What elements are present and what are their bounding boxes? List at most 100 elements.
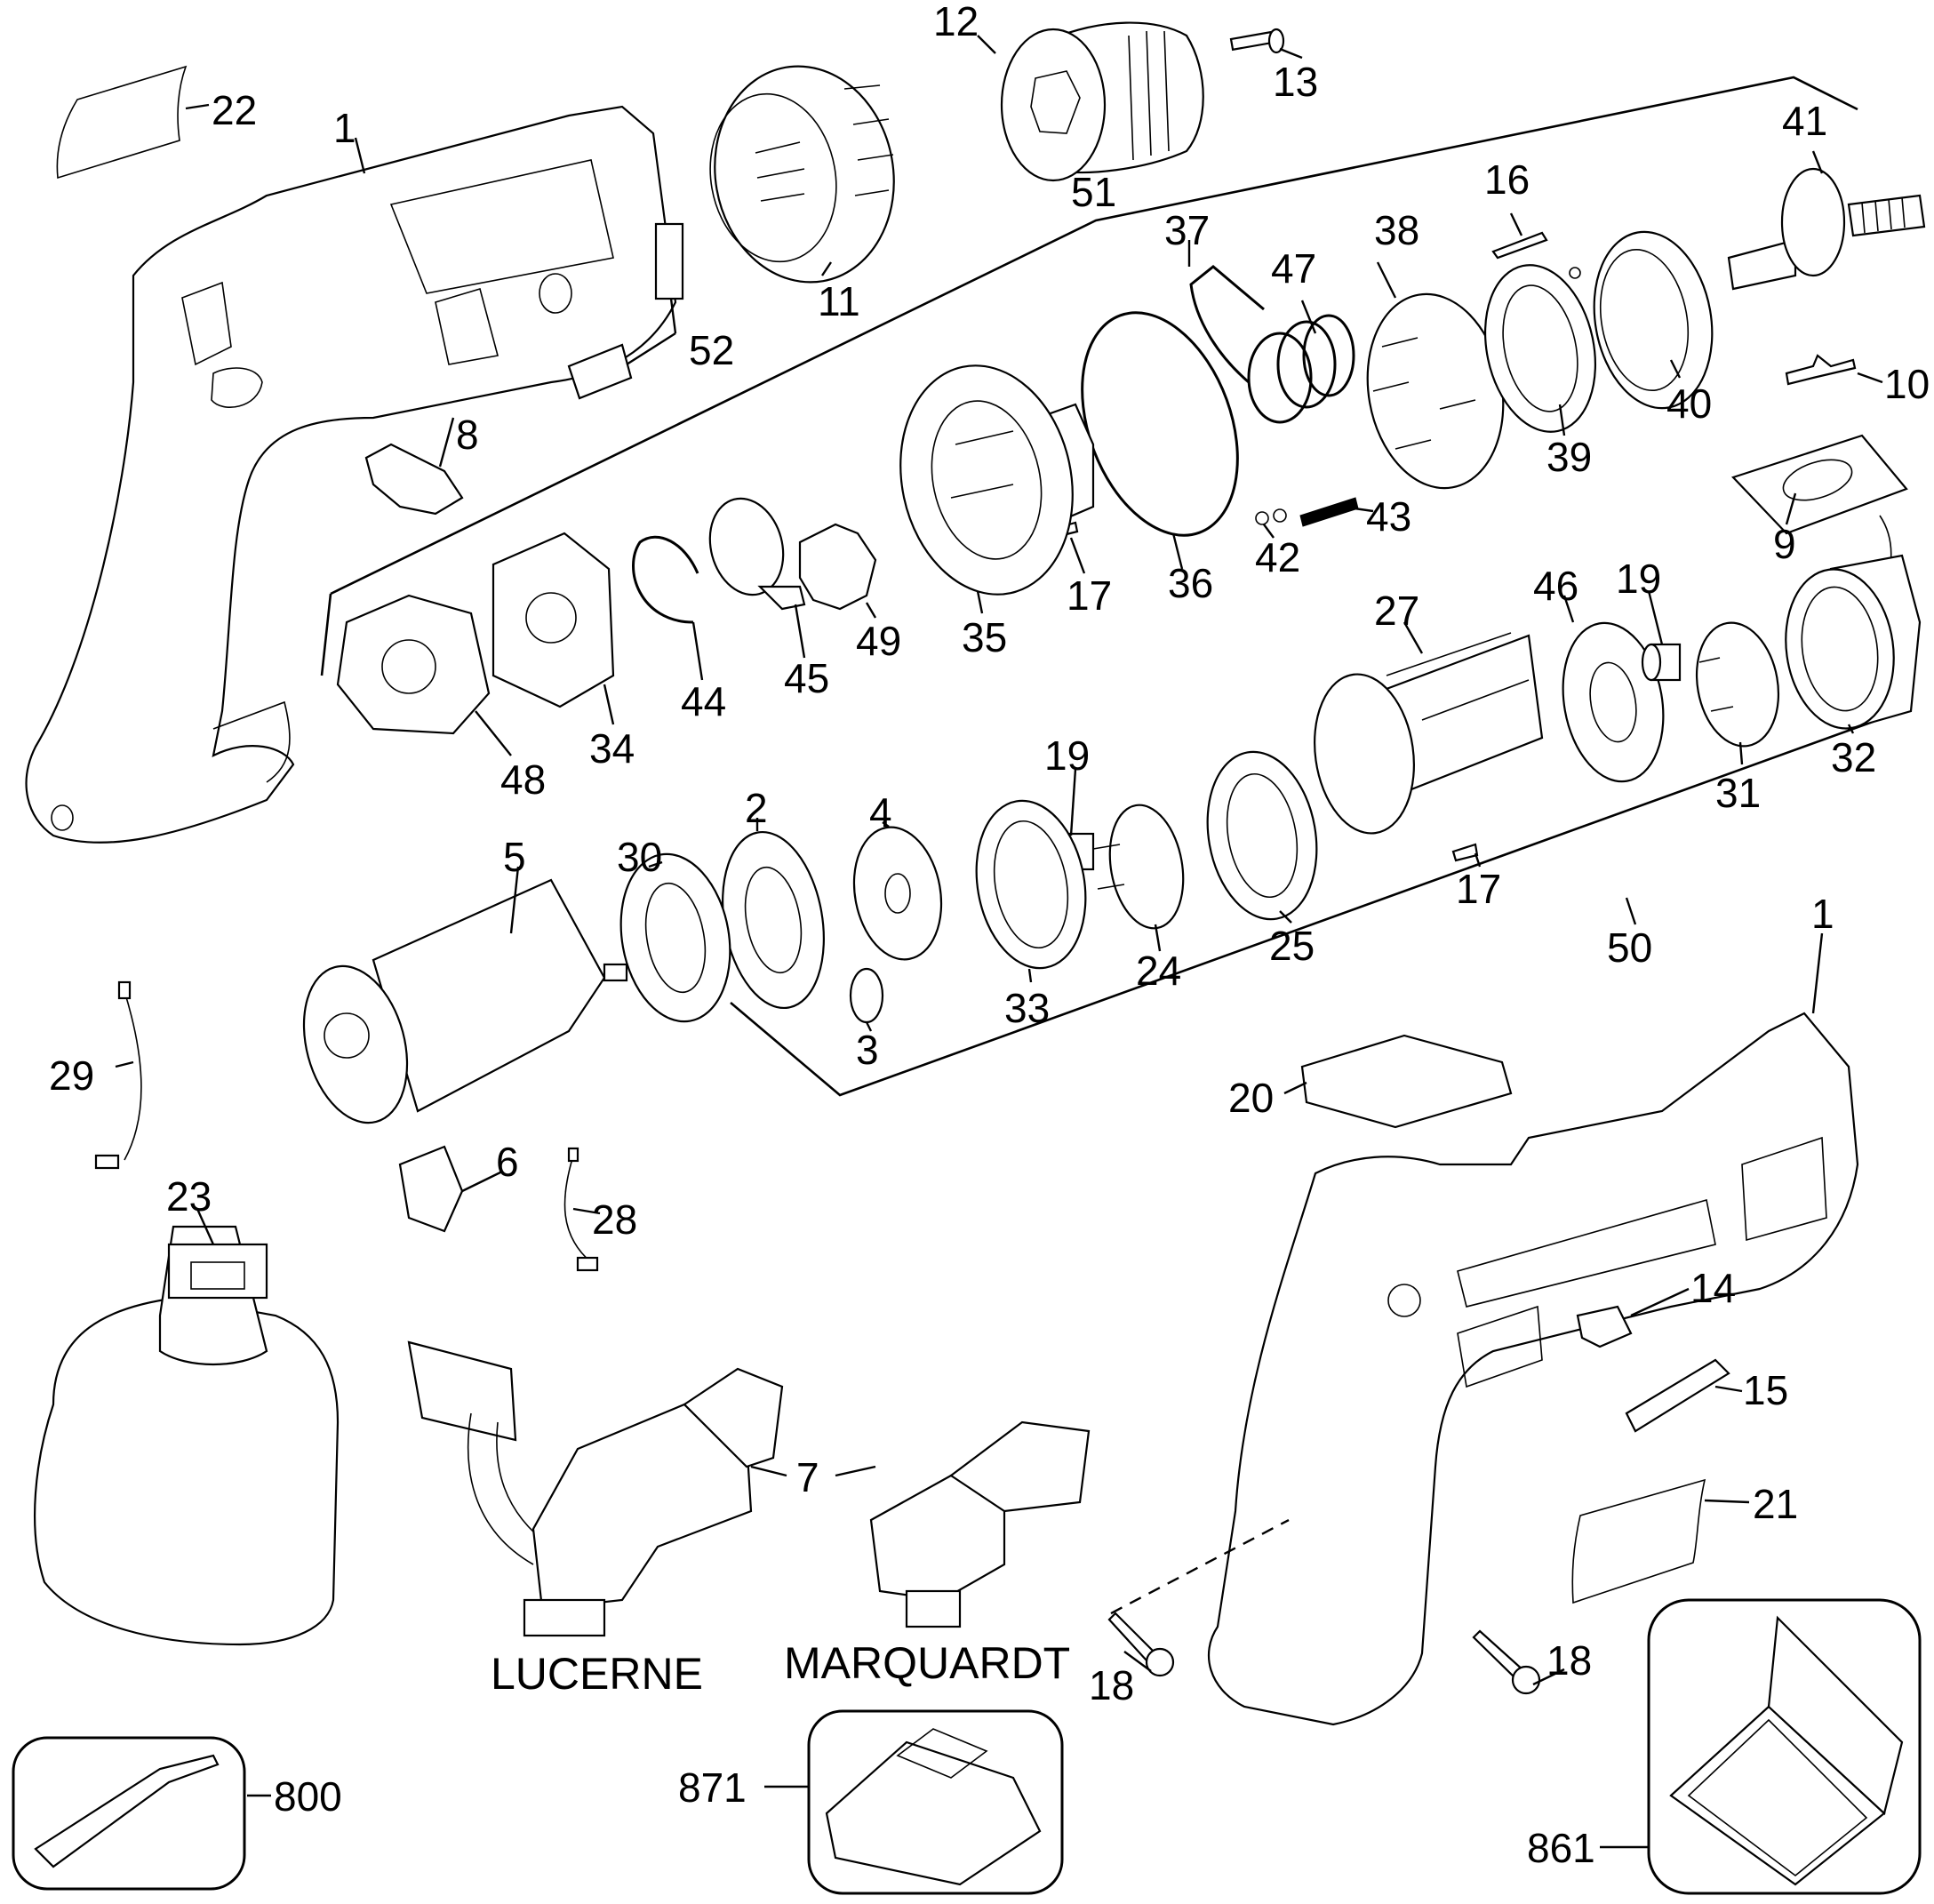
callout-36: 36 xyxy=(1168,560,1213,606)
bracket-51 xyxy=(330,76,1858,596)
callout-31: 31 xyxy=(1715,770,1761,816)
callout-23: 23 xyxy=(166,1173,212,1220)
callout-15: 15 xyxy=(1743,1367,1788,1413)
switch-lucerne-part xyxy=(407,1340,784,1637)
lead-29-part xyxy=(124,990,142,1161)
callout-12: 12 xyxy=(933,0,979,44)
ring-40-part xyxy=(1593,230,1714,410)
callout-33: 33 xyxy=(1004,985,1050,1031)
spindle-41-part xyxy=(1727,167,1926,291)
caption-lucerne: LUCERNE xyxy=(491,1649,703,1699)
screw-hole-dash xyxy=(1110,1518,1290,1615)
callout-2: 2 xyxy=(745,785,768,831)
screw-16-part xyxy=(1491,231,1548,260)
callout-51: 51 xyxy=(1071,169,1116,215)
callout-4: 4 xyxy=(869,789,892,836)
callout-871: 871 xyxy=(678,1764,747,1811)
balls-42-part-b xyxy=(1273,508,1287,523)
lever-8-part xyxy=(364,443,464,516)
callout-9: 9 xyxy=(1773,521,1796,567)
terminal-6-part xyxy=(398,1145,464,1233)
callout-8: 8 xyxy=(456,412,479,458)
wire-37-part xyxy=(1189,265,1265,384)
carrier-31-part xyxy=(1695,621,1780,748)
callout-16: 16 xyxy=(1484,156,1530,203)
callout-44: 44 xyxy=(681,678,726,724)
washer-30-part xyxy=(619,852,731,1023)
gearcase-27-part xyxy=(1314,632,1544,835)
callout-20: 20 xyxy=(1228,1075,1274,1121)
callout-37: 37 xyxy=(1164,207,1210,253)
housing-left-part xyxy=(25,105,677,844)
callout-40: 40 xyxy=(1666,380,1712,427)
callout-labels: 22 1 11 12 13 51 41 16 37 47 38 39 40 10… xyxy=(49,0,1930,1871)
nut-49-part xyxy=(798,523,877,611)
callout-46: 46 xyxy=(1533,563,1578,609)
callout-52: 52 xyxy=(689,327,734,373)
lead-29-terminal-a xyxy=(117,980,132,1000)
callout-19-lower: 19 xyxy=(1044,732,1090,779)
plate-48-part xyxy=(336,594,491,735)
switch-marquardt-part xyxy=(869,1420,1091,1628)
callout-5: 5 xyxy=(503,834,526,880)
chuck-12-part xyxy=(1000,21,1204,182)
callout-10: 10 xyxy=(1884,361,1930,407)
carrier-4-part xyxy=(852,826,943,961)
plate-34-part xyxy=(491,532,615,708)
ring-44-part xyxy=(632,535,699,624)
housing-35-part xyxy=(899,364,1095,596)
plate-2-part xyxy=(722,830,825,1010)
callout-22: 22 xyxy=(212,87,257,133)
balls-42-part-a xyxy=(1255,511,1269,525)
callout-35: 35 xyxy=(962,614,1007,660)
plate-34-hole xyxy=(525,592,577,644)
labels-52-part-a xyxy=(654,222,684,300)
callout-17-upper: 17 xyxy=(1067,572,1112,619)
screw-13-part xyxy=(1229,28,1285,54)
carrier-24-part xyxy=(1092,804,1185,930)
callout-6: 6 xyxy=(496,1139,519,1185)
callout-47: 47 xyxy=(1271,245,1316,292)
callout-1-left: 1 xyxy=(333,105,356,151)
callout-1-right: 1 xyxy=(1811,891,1834,937)
callout-45: 45 xyxy=(784,655,829,701)
callout-41: 41 xyxy=(1782,98,1827,144)
callout-50: 50 xyxy=(1607,924,1652,971)
callout-42: 42 xyxy=(1255,534,1300,580)
ring-45-part xyxy=(708,497,806,611)
callout-800: 800 xyxy=(274,1773,342,1820)
callout-3: 3 xyxy=(856,1027,879,1073)
bit-15-part xyxy=(1625,1358,1730,1433)
callout-14: 14 xyxy=(1690,1265,1736,1311)
housing-right-part xyxy=(1207,1012,1859,1726)
callout-18-left: 18 xyxy=(1089,1662,1134,1708)
clip-14-part xyxy=(1576,1305,1633,1348)
charger-871-part xyxy=(825,1728,1042,1886)
callout-25: 25 xyxy=(1269,923,1315,969)
spring-43-part xyxy=(1299,497,1359,527)
callout-19-upper: 19 xyxy=(1616,556,1661,602)
callout-7: 7 xyxy=(796,1454,819,1500)
sticker-22-part xyxy=(56,65,188,180)
ringgear-33-part xyxy=(975,799,1087,970)
lead-28-terminal-b xyxy=(576,1256,599,1272)
callout-49: 49 xyxy=(856,618,901,664)
caption-marquardt: MARQUARDT xyxy=(784,1638,1070,1688)
bracket-51-left xyxy=(320,593,332,676)
ring-36-part xyxy=(1081,311,1239,537)
callout-27: 27 xyxy=(1374,588,1419,634)
callout-861: 861 xyxy=(1527,1825,1595,1871)
callout-13: 13 xyxy=(1273,59,1318,105)
callout-28: 28 xyxy=(592,1196,637,1243)
pinion-19a-part xyxy=(1641,643,1682,682)
lead-28-part xyxy=(563,1155,592,1263)
pinion-3-part xyxy=(849,967,884,1024)
sticker-21-part xyxy=(1571,1478,1706,1604)
callout-32: 32 xyxy=(1831,734,1876,780)
vent-20-part xyxy=(1300,1034,1513,1129)
labels-52-part-b xyxy=(567,343,633,400)
plate-38-part xyxy=(1366,292,1505,490)
ball-part xyxy=(1569,267,1581,279)
callout-11: 11 xyxy=(818,278,860,324)
screw-18a-head xyxy=(1145,1647,1175,1677)
